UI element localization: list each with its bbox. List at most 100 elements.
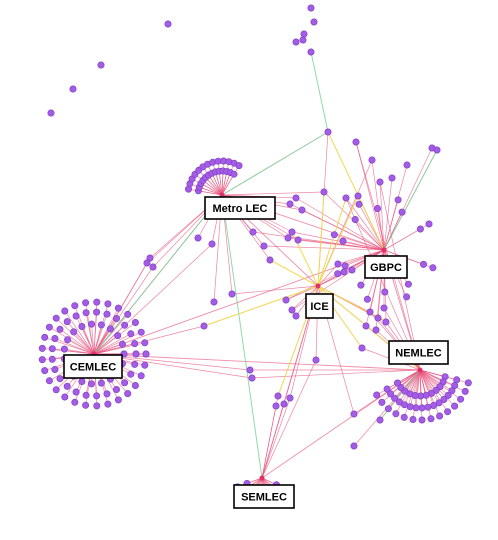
graph-node[interactable] — [391, 394, 399, 402]
graph-node[interactable] — [286, 394, 294, 402]
hub-gbpc[interactable]: GBPC — [364, 255, 408, 279]
graph-node[interactable] — [394, 196, 402, 204]
graph-node[interactable] — [357, 281, 365, 289]
graph-node[interactable] — [340, 268, 348, 276]
graph-node[interactable] — [299, 36, 307, 44]
graph-node[interactable] — [56, 325, 64, 333]
graph-node[interactable] — [366, 308, 374, 316]
graph-node[interactable] — [440, 395, 448, 403]
graph-node[interactable] — [403, 161, 411, 169]
graph-node[interactable] — [280, 400, 288, 408]
graph-node[interactable] — [362, 322, 370, 330]
graph-node[interactable] — [61, 393, 69, 401]
graph-node[interactable] — [376, 416, 384, 424]
graph-node[interactable] — [300, 30, 308, 38]
hub-cemlec[interactable]: CEMLEC — [63, 354, 123, 379]
graph-node[interactable] — [114, 332, 122, 340]
graph-node[interactable] — [48, 355, 56, 363]
graph-node[interactable] — [82, 309, 90, 317]
graph-node[interactable] — [104, 400, 112, 408]
graph-node[interactable] — [372, 326, 380, 334]
graph-node[interactable] — [444, 391, 452, 399]
graph-node[interactable] — [425, 220, 433, 228]
graph-node[interactable] — [272, 402, 280, 410]
hub-metro-lec[interactable]: Metro LEC — [204, 196, 276, 220]
graph-node[interactable] — [373, 391, 381, 399]
graph-node[interactable] — [436, 412, 444, 420]
graph-node[interactable] — [288, 228, 296, 236]
graph-node[interactable] — [350, 410, 358, 418]
graph-node[interactable] — [448, 387, 456, 395]
graph-node[interactable] — [384, 405, 392, 413]
graph-node[interactable] — [429, 264, 437, 272]
graph-node[interactable] — [131, 360, 139, 368]
graph-node[interactable] — [418, 404, 426, 412]
graph-node[interactable] — [127, 370, 135, 378]
graph-node[interactable] — [373, 205, 381, 213]
graph-node[interactable] — [60, 345, 68, 353]
graph-node[interactable] — [194, 234, 202, 242]
graph-node[interactable] — [142, 350, 150, 358]
graph-node[interactable] — [121, 379, 129, 387]
graph-node[interactable] — [78, 377, 86, 385]
graph-node[interactable] — [104, 300, 112, 308]
graph-node[interactable] — [392, 410, 400, 418]
graph-node[interactable] — [78, 322, 86, 330]
graph-node[interactable] — [137, 372, 145, 380]
graph-node[interactable] — [457, 395, 465, 403]
graph-node[interactable] — [82, 299, 90, 307]
graph-node[interactable] — [235, 162, 243, 170]
graph-node[interactable] — [51, 365, 59, 373]
graph-node[interactable] — [118, 340, 126, 348]
graph-node[interactable] — [38, 344, 46, 352]
graph-node[interactable] — [146, 254, 154, 262]
graph-node[interactable] — [246, 366, 254, 374]
graph-node[interactable] — [330, 231, 338, 239]
graph-node[interactable] — [363, 295, 371, 303]
graph-node[interactable] — [298, 206, 306, 214]
graph-node[interactable] — [312, 356, 320, 364]
graph-node[interactable] — [348, 266, 356, 274]
graph-node[interactable] — [320, 188, 328, 196]
graph-node[interactable] — [416, 225, 424, 233]
graph-node[interactable] — [286, 200, 294, 208]
graph-node[interactable] — [200, 322, 208, 330]
graph-node[interactable] — [404, 280, 412, 288]
graph-node[interactable] — [97, 61, 105, 69]
graph-node[interactable] — [386, 390, 394, 398]
graph-node[interactable] — [93, 298, 101, 306]
graph-node[interactable] — [355, 200, 363, 208]
graph-node[interactable] — [380, 304, 388, 312]
graph-node[interactable] — [72, 388, 80, 396]
graph-node[interactable] — [114, 304, 122, 312]
hub-nemlec[interactable]: NEMLEC — [388, 340, 449, 365]
graph-node[interactable] — [427, 415, 435, 423]
hub-ice[interactable]: ICE — [305, 293, 334, 319]
graph-node[interactable] — [334, 260, 342, 268]
graph-node[interactable] — [451, 402, 459, 410]
graph-node[interactable] — [63, 318, 71, 326]
graph-node[interactable] — [324, 128, 332, 136]
graph-node[interactable] — [266, 256, 274, 264]
graph-node[interactable] — [131, 381, 139, 389]
graph-node[interactable] — [131, 318, 139, 326]
graph-node[interactable] — [383, 385, 391, 393]
graph-node[interactable] — [274, 392, 282, 400]
graph-node[interactable] — [400, 413, 408, 421]
graph-node[interactable] — [61, 307, 69, 315]
graph-node[interactable] — [164, 20, 172, 28]
hub-semlec[interactable]: SEMLEC — [233, 484, 295, 509]
graph-node[interactable] — [45, 377, 53, 385]
graph-node[interactable] — [103, 390, 111, 398]
graph-node[interactable] — [409, 415, 417, 423]
graph-node[interactable] — [354, 192, 362, 200]
graph-node[interactable] — [388, 174, 396, 182]
graph-node[interactable] — [71, 398, 79, 406]
graph-node[interactable] — [97, 379, 105, 387]
graph-node[interactable] — [294, 236, 302, 244]
graph-node[interactable] — [248, 374, 256, 382]
graph-node[interactable] — [113, 314, 121, 322]
graph-node[interactable] — [131, 340, 139, 348]
graph-node[interactable] — [368, 156, 376, 164]
graph-node[interactable] — [69, 85, 77, 93]
